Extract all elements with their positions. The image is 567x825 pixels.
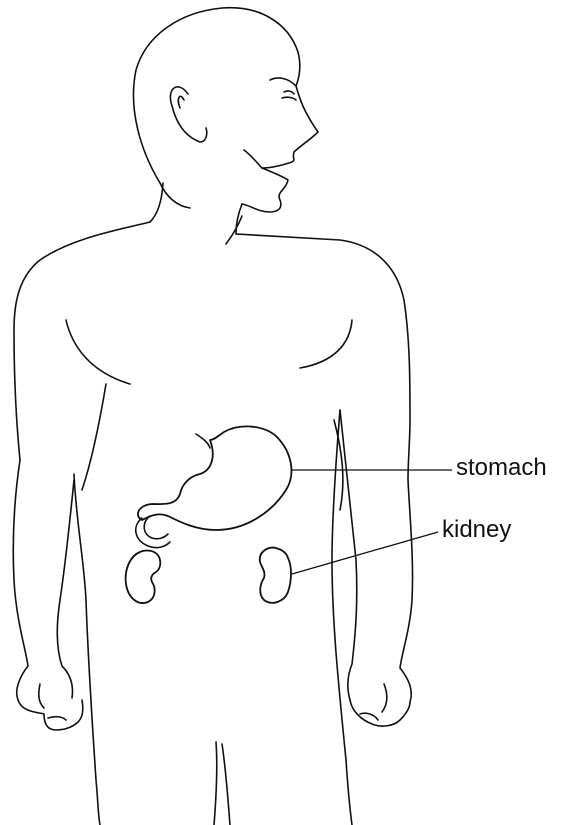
stomach-shape bbox=[138, 426, 292, 530]
face-profile bbox=[242, 86, 318, 212]
left-shoulder bbox=[14, 222, 150, 460]
face-detail-cheek bbox=[244, 150, 262, 168]
right-thumb bbox=[382, 684, 387, 712]
center-crotch-line bbox=[214, 742, 217, 825]
left-pectoral bbox=[66, 320, 130, 384]
face-detail-brow bbox=[270, 78, 296, 86]
duodenum-outer bbox=[136, 518, 170, 548]
left-side-line bbox=[82, 384, 106, 490]
duodenum-inner bbox=[144, 516, 168, 539]
neck-left bbox=[150, 183, 163, 222]
ear bbox=[170, 87, 206, 142]
left-thumb bbox=[39, 684, 44, 708]
neck-collar bbox=[226, 216, 242, 244]
kidneys bbox=[126, 548, 291, 603]
inner-leg-right bbox=[222, 744, 230, 825]
right-kidney bbox=[260, 548, 291, 603]
stomach-organ bbox=[136, 426, 292, 547]
stomach-label: stomach bbox=[456, 456, 547, 480]
left-arm bbox=[13, 460, 83, 730]
right-pectoral bbox=[300, 320, 352, 368]
left-kidney bbox=[126, 551, 161, 604]
hair-outline bbox=[133, 8, 299, 183]
jaw-line bbox=[160, 183, 190, 208]
right-arm-outer bbox=[400, 480, 413, 702]
face-detail-lid bbox=[284, 91, 294, 94]
stomach-fold bbox=[196, 434, 210, 448]
left-arm-outer bbox=[13, 460, 28, 700]
left-finger bbox=[48, 717, 66, 720]
left-hand bbox=[18, 700, 83, 730]
left-arm-inner bbox=[57, 480, 74, 698]
ear-inner bbox=[178, 96, 184, 108]
right-arm-inner bbox=[340, 410, 357, 700]
head bbox=[133, 8, 318, 212]
kidney-label: kidney bbox=[442, 518, 511, 542]
kidney-leader-line bbox=[292, 532, 438, 574]
face-detail-eye bbox=[282, 97, 296, 100]
right-hand bbox=[350, 700, 410, 726]
right-arm bbox=[340, 410, 413, 726]
left-torso-side bbox=[74, 474, 100, 825]
